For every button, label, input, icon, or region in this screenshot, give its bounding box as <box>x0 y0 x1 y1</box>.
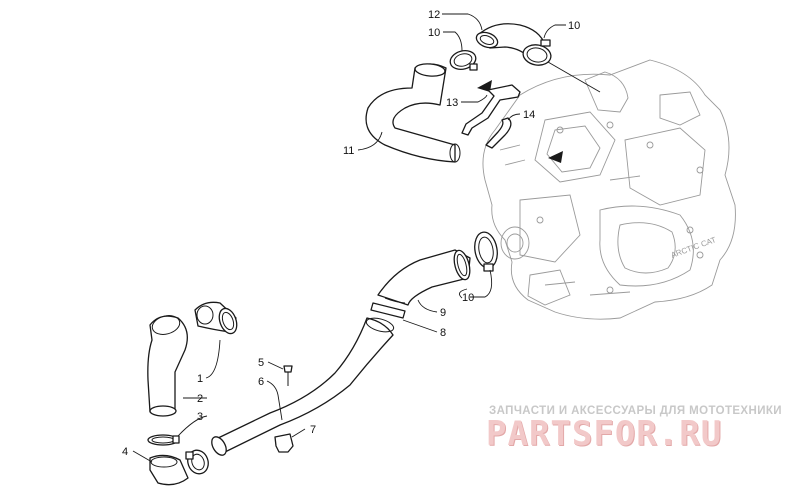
watermark-brand: PARTSFOR.RU <box>486 414 723 454</box>
part-10-clamp-upper-right <box>522 39 552 66</box>
callout-14: 14 <box>523 109 535 121</box>
part-3-clamp <box>147 434 180 446</box>
part-6-main-tube <box>211 317 395 456</box>
callout-11: 11 <box>343 145 354 157</box>
callout-3: 3 <box>197 411 203 423</box>
callout-9: 9 <box>440 307 446 319</box>
part-13-hose <box>461 84 521 136</box>
callout-13: 13 <box>446 97 458 109</box>
callout-2: 2 <box>197 393 203 405</box>
part-1-boot <box>194 301 238 335</box>
callout-4: 4 <box>122 446 128 458</box>
callout-6: 6 <box>258 376 264 388</box>
part-10-clamp-upper-left <box>449 50 478 71</box>
callout-8: 8 <box>440 327 446 339</box>
part-8-clamp <box>370 302 406 319</box>
engine-outline: ARCTIC CAT <box>482 59 736 320</box>
part-10-clamp-middle <box>474 231 498 272</box>
leader-lines <box>132 13 601 463</box>
part-7-grommet <box>274 433 294 453</box>
part-10-clamp-lower <box>185 449 209 475</box>
watermark-tagline: ЗАПЧАСТИ И АКСЕССУАРЫ ДЛЯ МОТОТЕХНИКИ <box>489 405 782 417</box>
part-2-bent-duct <box>147 315 188 417</box>
part-14-small-hose <box>485 117 512 149</box>
direction-arrow-upper <box>477 80 492 92</box>
part-11-upper-duct <box>365 63 461 163</box>
part-9-intake-duct <box>377 249 471 306</box>
callout-7: 7 <box>310 424 316 436</box>
callout-10-upper-left: 10 <box>428 27 440 39</box>
callout-5: 5 <box>258 357 264 369</box>
callout-10-middle: 10 <box>462 292 474 304</box>
callout-12: 12 <box>428 9 440 21</box>
part-4-coupler <box>149 454 189 486</box>
part-5-screw <box>283 365 293 386</box>
callout-10-upper-right: 10 <box>568 20 580 32</box>
callout-1: 1 <box>197 373 203 385</box>
direction-arrow-engine <box>548 151 563 163</box>
